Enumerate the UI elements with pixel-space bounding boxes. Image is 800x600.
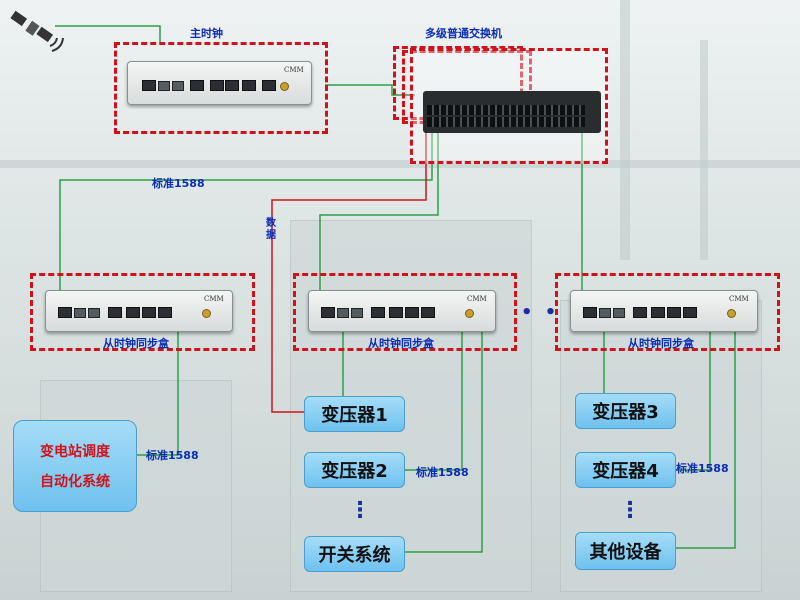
bg-beam-3 [700, 40, 708, 260]
eth-port [242, 80, 256, 91]
antenna-connector [465, 309, 474, 318]
data-label: 数据 [266, 218, 276, 241]
eth-port [405, 307, 419, 318]
wire-data-red [271, 128, 427, 413]
eth-port [58, 307, 72, 318]
eth-port [225, 80, 239, 91]
eth-port [142, 307, 156, 318]
eth-port [389, 307, 403, 318]
slave-mid-device[interactable]: CMM [308, 290, 496, 332]
device-brand: CMM [284, 66, 304, 74]
eth-port [108, 307, 122, 318]
eth-port [651, 307, 665, 318]
wire-mid-slave-switchsys [405, 330, 483, 553]
sfp-port [351, 308, 363, 318]
eth-port [633, 307, 647, 318]
substation-automation-node[interactable]: 变电站调度 自动化系统 [13, 420, 137, 512]
wire-switch-left-slave [59, 128, 433, 296]
slave-right-box: CMM 从时钟同步盒 [555, 273, 780, 351]
slave-right-device[interactable]: CMM [570, 290, 758, 332]
antenna-connector [202, 309, 211, 318]
eth-port [190, 80, 204, 91]
sfp-port [613, 308, 625, 318]
eth-port [210, 80, 224, 91]
transformer1-node[interactable]: 变压器1 [304, 396, 405, 432]
wire-mid-slave-t2 [405, 330, 463, 471]
device-brand: CMM [467, 295, 487, 303]
sfp-port [172, 81, 184, 91]
bg-beam-2 [620, 0, 630, 260]
master-clock-box: CMM [114, 42, 328, 134]
std1588-right-label: 标准1588 [676, 462, 729, 475]
device-brand: CMM [204, 295, 224, 303]
std1588-mid-label: 标准1588 [416, 466, 469, 479]
antenna-connector [727, 309, 736, 318]
master-clock-device[interactable]: CMM [127, 61, 312, 105]
transformer4-node[interactable]: 变压器4 [575, 452, 676, 488]
eth-port [683, 307, 697, 318]
sfp-port [88, 308, 100, 318]
substation-line2: 自动化系统 [40, 474, 110, 490]
sfp-port [74, 308, 86, 318]
slave-right-label: 从时钟同步盒 [628, 337, 694, 350]
master-clock-label: 主时钟 [190, 27, 223, 40]
std1588-left-label: 标准1588 [146, 449, 199, 462]
switch-box [410, 48, 608, 164]
network-switch[interactable] [423, 91, 601, 133]
eth-port [667, 307, 681, 318]
sfp-port [599, 308, 611, 318]
switch-system-node[interactable]: 开关系统 [304, 536, 405, 572]
switch-ports [427, 105, 585, 115]
sfp-port [158, 81, 170, 91]
eth-port [158, 307, 172, 318]
transformer2-node[interactable]: 变压器2 [304, 452, 405, 488]
switch-ports [427, 117, 585, 127]
wire-left-slave-substation [137, 330, 179, 456]
device-brand: CMM [729, 295, 749, 303]
slave-left-box: CMM 从时钟同步盒 [30, 273, 255, 351]
wire-master-up [55, 25, 161, 42]
slave-mid-label: 从时钟同步盒 [368, 337, 434, 350]
slave-left-label: 从时钟同步盒 [103, 337, 169, 350]
wire-right-slave-t4 [676, 330, 711, 471]
more-slaves-dots: • • • [521, 302, 584, 323]
eth-port [371, 307, 385, 318]
eth-port [262, 80, 276, 91]
bg-beam-1 [0, 160, 800, 168]
substation-line1: 变电站调度 [40, 444, 110, 460]
slave-left-device[interactable]: CMM [45, 290, 233, 332]
more-devices-dots: ⋮ [619, 498, 641, 523]
transformer3-node[interactable]: 变压器3 [575, 393, 676, 429]
slave-mid-box: CMM 从时钟同步盒 [293, 273, 517, 351]
wire-switch-mid-slave [319, 128, 439, 296]
std1588-top-label: 标准1588 [152, 177, 205, 190]
other-equipment-node[interactable]: 其他设备 [575, 532, 676, 570]
antenna-connector [280, 82, 289, 91]
wire-right-slave-other [676, 330, 736, 549]
more-devices-dots: ⋮ [349, 498, 371, 523]
eth-port [583, 307, 597, 318]
eth-port [321, 307, 335, 318]
eth-port [142, 80, 156, 91]
sfp-port [337, 308, 349, 318]
satellite-icon [10, 10, 64, 52]
eth-port [421, 307, 435, 318]
eth-port [126, 307, 140, 318]
switch-label: 多级普通交换机 [425, 27, 502, 40]
